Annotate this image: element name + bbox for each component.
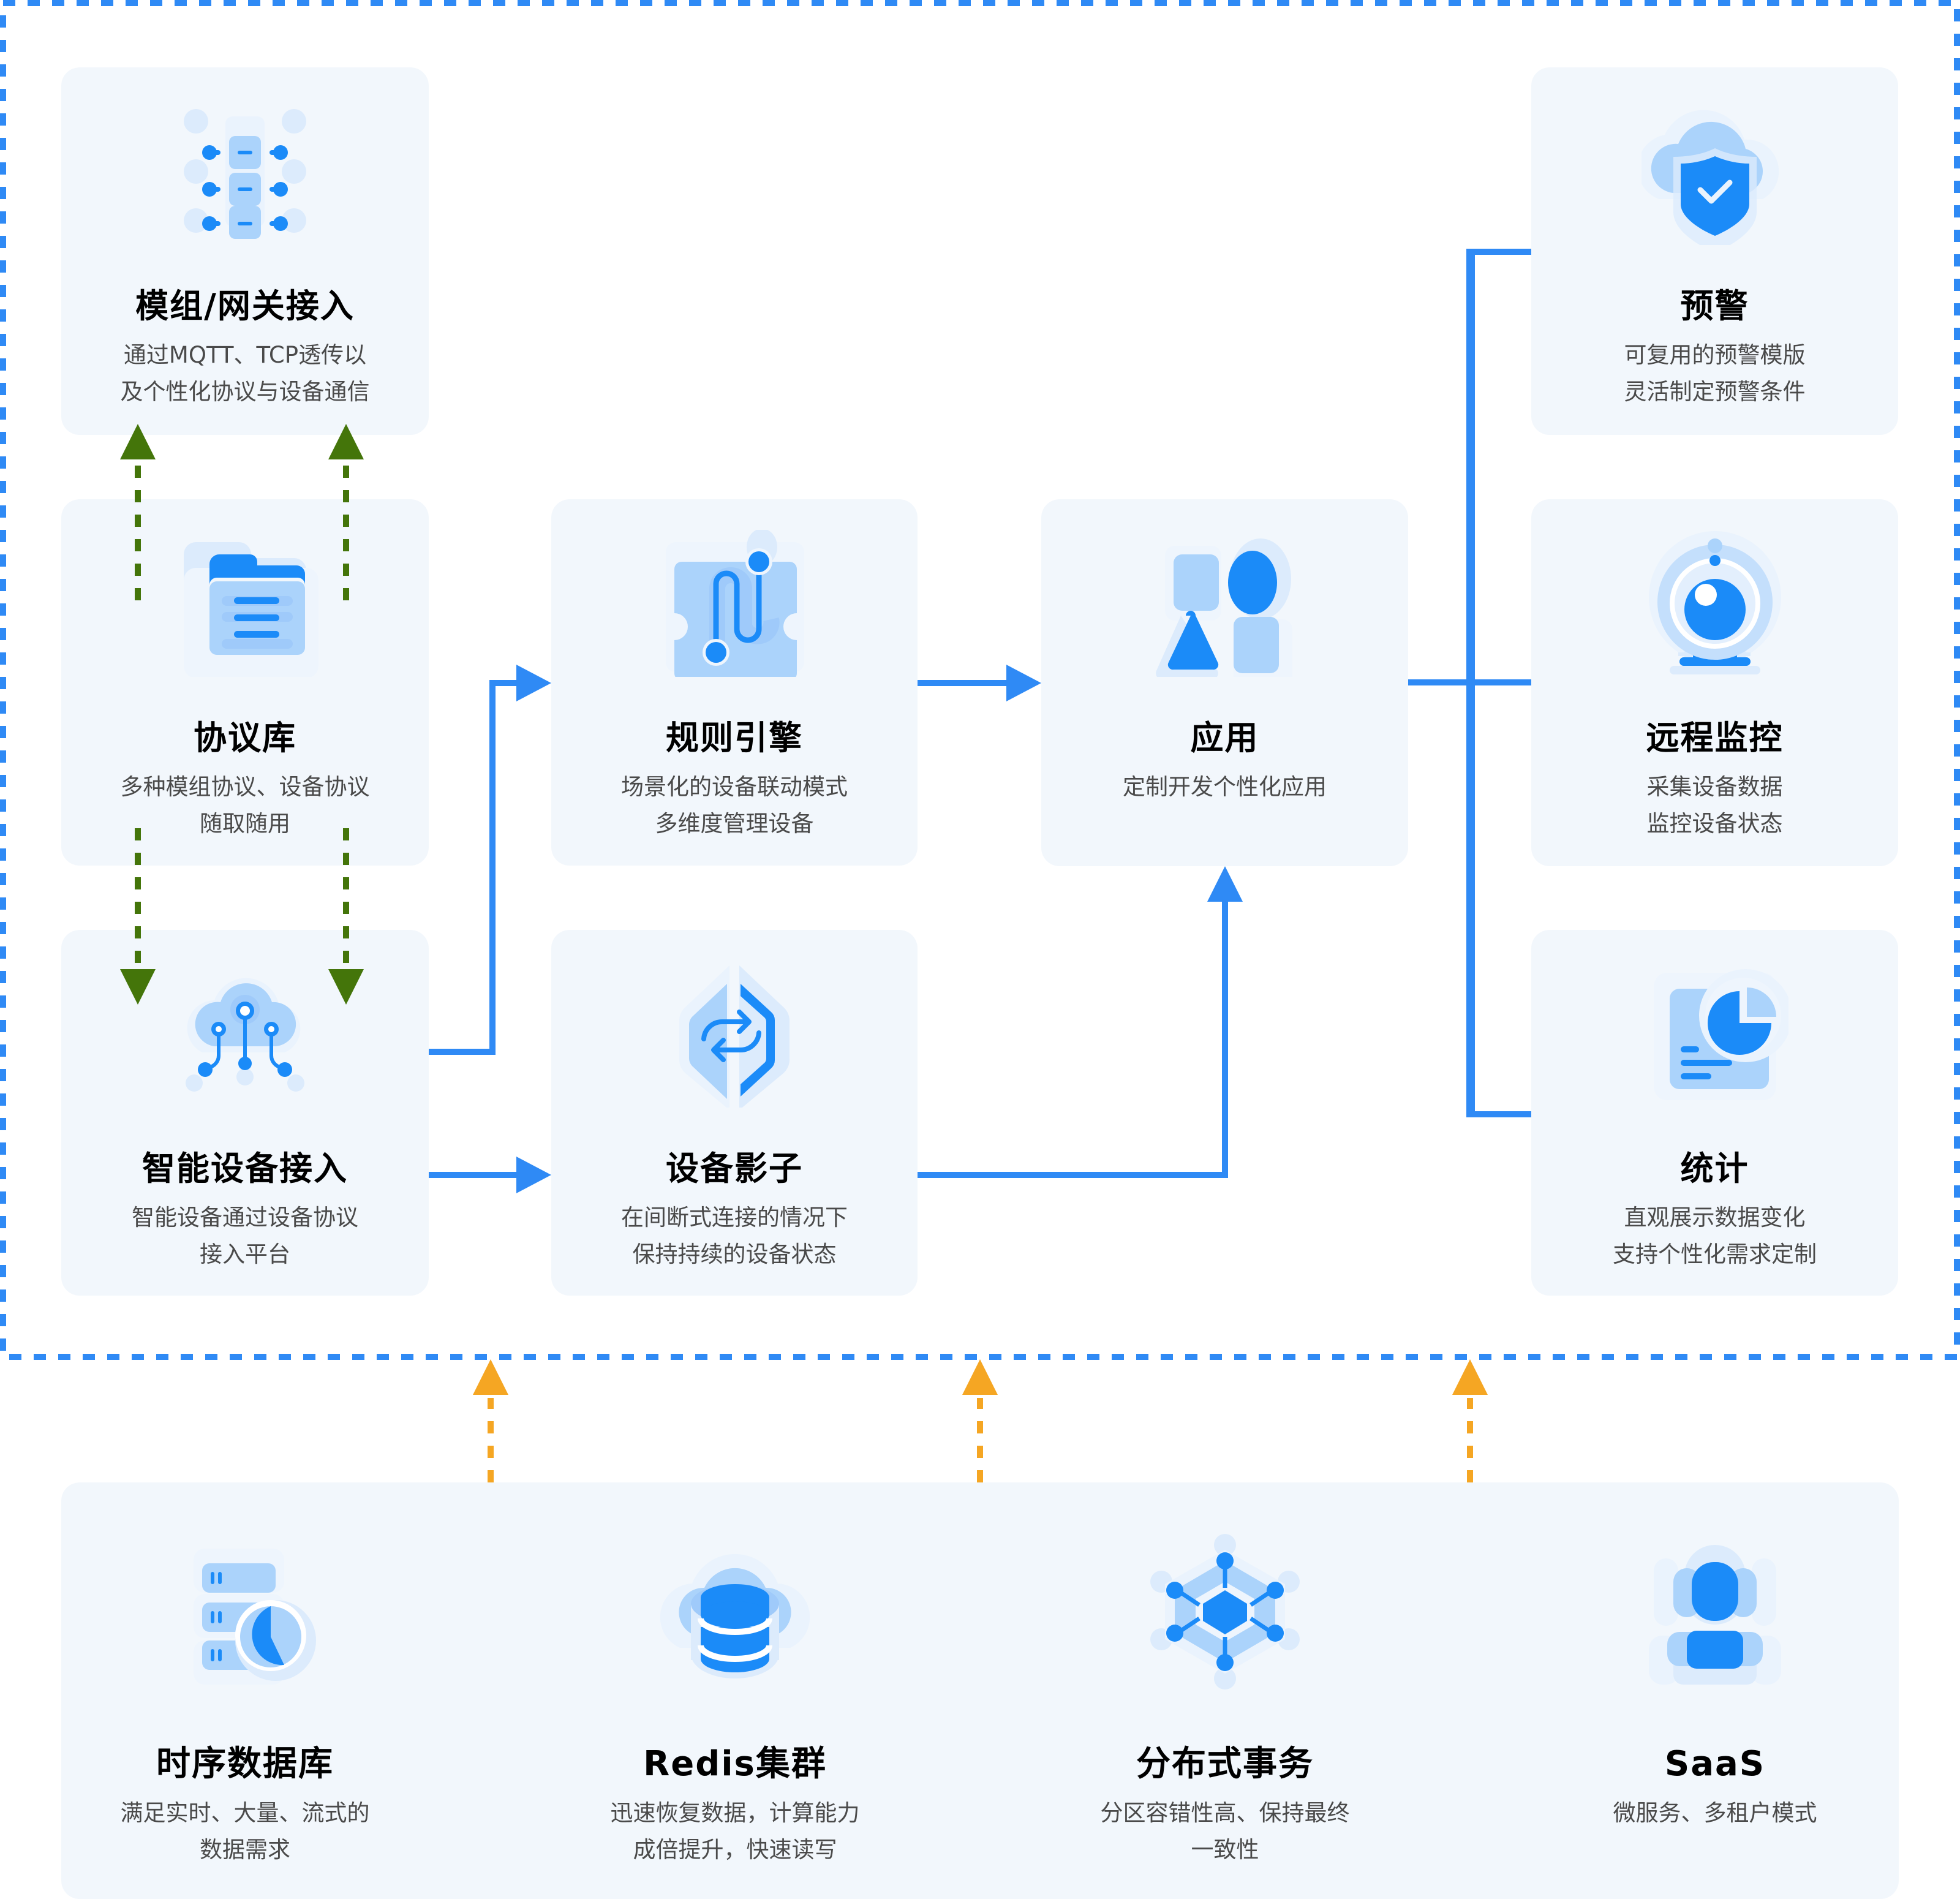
database-chart-icon [165, 1531, 325, 1691]
card-device-shadow[interactable]: 设备影子 在间断式连接的情况下 保持持续的设备状态 [551, 930, 918, 1296]
infrastructure-panel: 时序数据库 满足实时、大量、流式的 数据需求 [61, 1482, 1899, 1899]
card-description: 定制开发个性化应用 [1041, 769, 1408, 806]
infra-item-timeseries-db[interactable]: 时序数据库 满足实时、大量、流式的 数据需求 [61, 1482, 429, 1899]
server-rack-icon [172, 98, 318, 245]
card-alert[interactable]: 预警 可复用的预警模版 灵活制定预警条件 [1531, 67, 1898, 435]
description-line: 保持持续的设备状态 [632, 1241, 837, 1267]
user-icon [1635, 1531, 1795, 1691]
description-line: 数据需求 [200, 1837, 290, 1863]
infra-title: 时序数据库 [156, 1744, 334, 1784]
description-line: 智能设备通过设备协议 [132, 1204, 358, 1231]
card-rule-engine[interactable]: 规则引擎 场景化的设备联动模式 多维度管理设备 [551, 499, 918, 866]
infra-description: 迅速恢复数据，计算能力 成倍提升，快速读写 [551, 1795, 919, 1868]
card-description: 可复用的预警模版 灵活制定预警条件 [1531, 337, 1898, 410]
hexagon-network-icon [1145, 1531, 1305, 1691]
cloud-circuit-icon [172, 961, 318, 1108]
infra-title: 分布式事务 [1136, 1744, 1314, 1784]
card-module-gateway[interactable]: 模组/网关接入 通过MQTT、TCP透传以 及个性化协议与设备通信 [61, 67, 429, 435]
device-to-rule-engine-arrow [429, 665, 551, 1055]
description-line: 通过MQTT、TCP透传以 [123, 342, 367, 368]
infra-title: Redis集群 [643, 1744, 827, 1784]
device-to-shadow-arrow [429, 1157, 551, 1193]
report-chart-icon [1642, 961, 1789, 1108]
description-line: 满足实时、大量、流式的 [120, 1800, 370, 1826]
card-title: 协议库 [194, 719, 296, 757]
description-line: 迅速恢复数据，计算能力 [610, 1800, 860, 1826]
card-smart-device-access[interactable]: 智能设备接入 智能设备通过设备协议 接入平台 [61, 930, 429, 1296]
arrowhead-right [1006, 665, 1041, 701]
card-title: 应用 [1190, 719, 1259, 757]
card-description: 直观展示数据变化 支持个性化需求定制 [1531, 1199, 1898, 1273]
card-description: 在间断式连接的情况下 保持持续的设备状态 [551, 1199, 918, 1273]
sync-hexagon-icon [661, 961, 808, 1108]
infra-title: SaaS [1664, 1744, 1766, 1784]
infra-item-distributed-transaction[interactable]: 分布式事务 分区容错性高、保持最终 一致性 [1041, 1482, 1409, 1899]
arrowhead-up [962, 1359, 998, 1395]
folder-icon [172, 530, 318, 677]
card-description: 采集设备数据 监控设备状态 [1531, 769, 1898, 842]
card-title: 模组/网关接入 [135, 287, 355, 325]
description-line: 定制开发个性化应用 [1123, 774, 1327, 800]
description-line: 多种模组协议、设备协议 [120, 774, 370, 800]
description-line: 微服务、多租户模式 [1613, 1800, 1817, 1826]
puzzle-path-icon [661, 530, 808, 677]
card-title: 规则引擎 [666, 719, 803, 757]
webcam-icon [1642, 530, 1789, 677]
infra-description: 分区容错性高、保持最终 一致性 [1041, 1795, 1409, 1868]
description-line: 随取随用 [200, 810, 290, 837]
description-line: 灵活制定预警条件 [1624, 379, 1806, 405]
cloud-shield-icon [1641, 98, 1789, 245]
arrowhead-right [516, 665, 551, 701]
shapes-icon [1152, 530, 1298, 677]
card-description: 场景化的设备联动模式 多维度管理设备 [551, 769, 918, 842]
rule-engine-to-app-arrow [918, 665, 1041, 701]
card-description: 智能设备通过设备协议 接入平台 [61, 1199, 429, 1273]
infra-item-saas[interactable]: SaaS 微服务、多租户模式 [1531, 1482, 1899, 1899]
card-title: 智能设备接入 [142, 1149, 348, 1188]
description-line: 场景化的设备联动模式 [621, 774, 848, 800]
description-line: 支持个性化需求定制 [1613, 1241, 1817, 1267]
app-output-bus [1408, 249, 1531, 1117]
card-title: 预警 [1680, 287, 1749, 325]
description-line: 及个性化协议与设备通信 [120, 379, 370, 405]
arrowhead-up [473, 1359, 508, 1395]
card-remote-monitor[interactable]: 远程监控 采集设备数据 监控设备状态 [1531, 499, 1898, 866]
cloud-database-icon [655, 1531, 815, 1691]
card-protocol-library[interactable]: 协议库 多种模组协议、设备协议 随取随用 [61, 499, 429, 866]
card-statistics[interactable]: 统计 直观展示数据变化 支持个性化需求定制 [1531, 930, 1898, 1296]
card-title: 设备影子 [666, 1149, 803, 1188]
card-description: 通过MQTT、TCP透传以 及个性化协议与设备通信 [61, 337, 429, 410]
card-title: 统计 [1680, 1149, 1749, 1188]
description-line: 直观展示数据变化 [1624, 1204, 1806, 1231]
infrastructure-support-arrows [473, 1359, 1488, 1482]
description-line: 一致性 [1191, 1837, 1259, 1863]
arrowhead-right [516, 1157, 551, 1193]
description-line: 可复用的预警模版 [1624, 342, 1806, 368]
description-line: 采集设备数据 [1646, 774, 1783, 800]
infra-description: 微服务、多租户模式 [1531, 1795, 1899, 1832]
description-line: 成倍提升，快速读写 [633, 1837, 837, 1863]
shadow-to-app-arrow [918, 866, 1243, 1178]
card-title: 远程监控 [1646, 719, 1784, 757]
description-line: 在间断式连接的情况下 [621, 1204, 848, 1231]
description-line: 分区容错性高、保持最终 [1100, 1800, 1350, 1826]
description-line: 接入平台 [200, 1241, 290, 1267]
card-description: 多种模组协议、设备协议 随取随用 [61, 769, 429, 842]
card-application[interactable]: 应用 定制开发个性化应用 [1041, 499, 1408, 866]
infra-item-redis-cluster[interactable]: Redis集群 迅速恢复数据，计算能力 成倍提升，快速读写 [551, 1482, 919, 1899]
infra-description: 满足实时、大量、流式的 数据需求 [61, 1795, 429, 1868]
arrowhead-up [1452, 1359, 1488, 1395]
arrowhead-up [1207, 866, 1243, 902]
description-line: 监控设备状态 [1646, 810, 1783, 837]
description-line: 多维度管理设备 [655, 810, 814, 837]
